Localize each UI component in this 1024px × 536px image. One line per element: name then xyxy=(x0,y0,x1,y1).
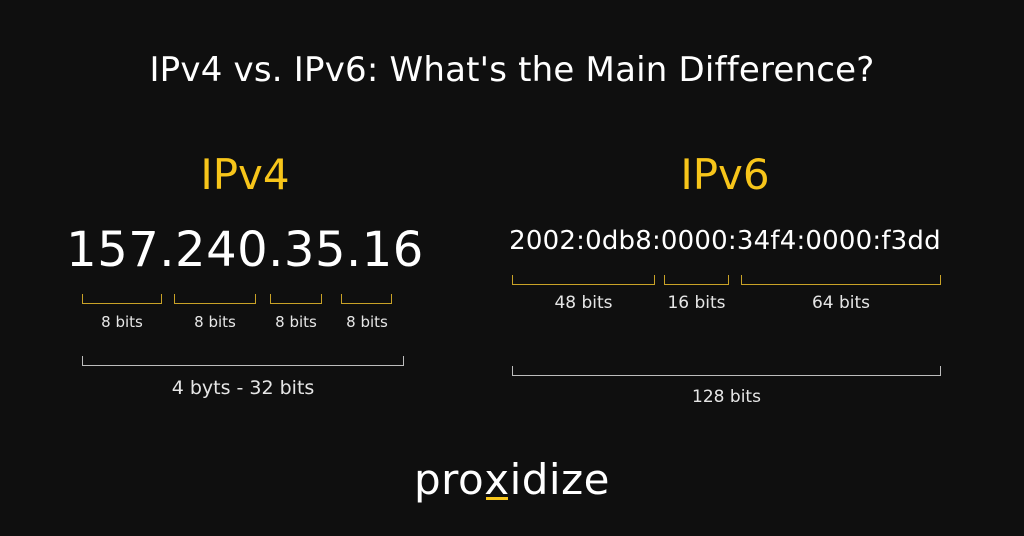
ipv6-heading: IPv6 xyxy=(680,150,770,199)
ipv6-total-label: 128 bits xyxy=(692,387,761,407)
logo-x: x xyxy=(484,455,509,504)
ipv6-segment-bracket-1 xyxy=(512,275,655,285)
ipv4-segment-bracket-2 xyxy=(174,294,256,304)
logo-prefix: pro xyxy=(414,455,485,504)
logo-highlight: x xyxy=(484,455,510,504)
ipv4-segment-bracket-4 xyxy=(341,294,392,304)
ipv4-segment-label-3: 8 bits xyxy=(275,313,317,331)
ipv6-segment-label-1: 48 bits xyxy=(554,293,613,313)
ipv4-segment-label-1: 8 bits xyxy=(101,313,143,331)
ipv4-segment-label-2: 8 bits xyxy=(194,313,236,331)
ipv6-address: 2002:0db8:0000:34f4:0000:f3dd xyxy=(509,226,941,256)
ipv4-heading: IPv4 xyxy=(200,150,290,199)
logo-suffix: idize xyxy=(509,455,610,504)
ipv6-segment-label-2: 16 bits xyxy=(667,293,726,313)
ipv4-total-bracket xyxy=(82,356,404,366)
ipv6-segment-bracket-3 xyxy=(741,275,941,285)
ipv6-segment-bracket-2 xyxy=(664,275,729,285)
ipv4-segment-bracket-3 xyxy=(270,294,322,304)
ipv6-segment-label-3: 64 bits xyxy=(811,293,871,313)
ipv4-address: 157.240.35.16 xyxy=(66,222,424,278)
page-title: IPv4 vs. IPv6: What's the Main Differenc… xyxy=(149,50,875,90)
ipv4-total-label: 4 byts - 32 bits xyxy=(171,377,315,399)
ipv4-segment-label-4: 8 bits xyxy=(346,313,388,331)
logo-underline xyxy=(486,497,508,500)
ipv6-total-bracket xyxy=(512,366,941,376)
ipv4-segment-bracket-1 xyxy=(82,294,162,304)
